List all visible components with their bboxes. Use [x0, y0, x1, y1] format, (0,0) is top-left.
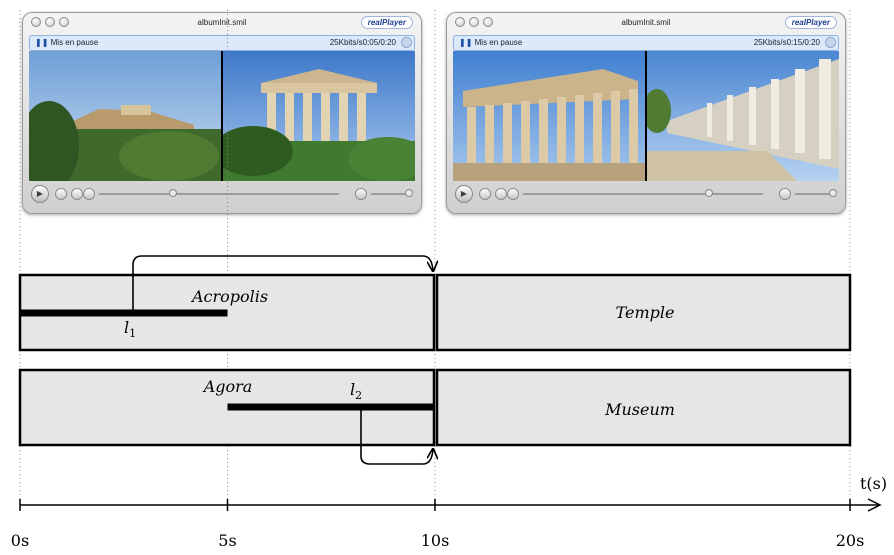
photo-parthenon	[453, 51, 645, 181]
status-menu-button[interactable]	[825, 37, 836, 48]
axis-arrow	[867, 498, 882, 512]
video-screen	[453, 51, 839, 181]
position-knob[interactable]	[705, 189, 713, 197]
photo-museum-stoa	[647, 51, 839, 181]
realplayer-logo: realPlayer	[360, 16, 413, 29]
playback-controls: ▶	[453, 183, 839, 207]
photo-acropolis-hill	[29, 51, 221, 181]
link-arrow	[132, 255, 433, 313]
play-button[interactable]: ▶	[31, 185, 49, 203]
media-label: Temple	[616, 303, 675, 322]
window-title: albumInit.smil	[197, 18, 247, 27]
title-bar: albumInit.smil realPlayer	[447, 13, 845, 33]
close-button[interactable]	[31, 17, 41, 27]
status-text-group: ❚❚ Mis en pause	[35, 38, 98, 47]
stream-info: 25Kbits/s0:15/0:20	[753, 38, 820, 47]
window-title: albumInit.smil	[621, 18, 671, 27]
link-arrow	[360, 407, 433, 465]
volume-knob[interactable]	[405, 189, 413, 197]
minimize-button[interactable]	[469, 17, 479, 27]
position-knob[interactable]	[169, 189, 177, 197]
play-button[interactable]: ▶	[455, 185, 473, 203]
realplayer-logo: realPlayer	[784, 16, 837, 29]
stop-button[interactable]	[479, 188, 491, 200]
volume-slider[interactable]	[371, 193, 411, 195]
volume-knob[interactable]	[829, 189, 837, 197]
media-bar	[435, 368, 852, 447]
volume-icon[interactable]	[779, 188, 791, 200]
zoom-button[interactable]	[59, 17, 69, 27]
volume-slider[interactable]	[795, 193, 835, 195]
status-bar: ❚❚ Mis en pause 25Kbits/s0:05/0:20	[29, 35, 415, 51]
status-text: Mis en pause	[50, 38, 99, 47]
axis-tick-label: 5s	[218, 531, 236, 550]
media-label: Museum	[604, 400, 675, 419]
window-controls	[31, 17, 69, 27]
time-axis: 0s 5s 10s 20s t(s)	[11, 474, 887, 550]
close-button[interactable]	[455, 17, 465, 27]
axis-tick-label: 20s	[836, 531, 865, 550]
photo-temple-front	[223, 51, 415, 181]
media-label: Agora	[202, 377, 253, 396]
media-bar	[435, 273, 852, 352]
stream-info: 25Kbits/s0:05/0:20	[329, 38, 396, 47]
status-bar: ❚❚ Mis en pause 25Kbits/s0:15/0:20	[453, 35, 839, 51]
forward-button[interactable]	[83, 188, 95, 200]
window-controls	[455, 17, 493, 27]
status-text: Mis en pause	[474, 38, 523, 47]
video-screen	[29, 51, 415, 181]
pause-icon: ❚❚	[35, 38, 49, 47]
zoom-button[interactable]	[483, 17, 493, 27]
forward-button[interactable]	[507, 188, 519, 200]
axis-title: t(s)	[860, 474, 887, 493]
pause-icon: ❚❚	[459, 38, 473, 47]
axis-tick-label: 10s	[421, 531, 450, 550]
playback-controls: ▶	[29, 183, 415, 207]
status-text-group: ❚❚ Mis en pause	[459, 38, 522, 47]
position-slider[interactable]	[99, 193, 339, 195]
position-slider[interactable]	[523, 193, 763, 195]
status-menu-button[interactable]	[401, 37, 412, 48]
stop-button[interactable]	[55, 188, 67, 200]
player-window-1: albumInit.smil realPlayer ❚❚ Mis en paus…	[22, 12, 422, 214]
minimize-button[interactable]	[45, 17, 55, 27]
volume-icon[interactable]	[355, 188, 367, 200]
player-window-2: albumInit.smil realPlayer ❚❚ Mis en paus…	[446, 12, 846, 214]
rewind-button[interactable]	[495, 188, 507, 200]
axis-tick-label: 0s	[11, 531, 29, 550]
media-label: Acropolis	[190, 287, 268, 306]
rewind-button[interactable]	[71, 188, 83, 200]
title-bar: albumInit.smil realPlayer	[23, 13, 421, 33]
